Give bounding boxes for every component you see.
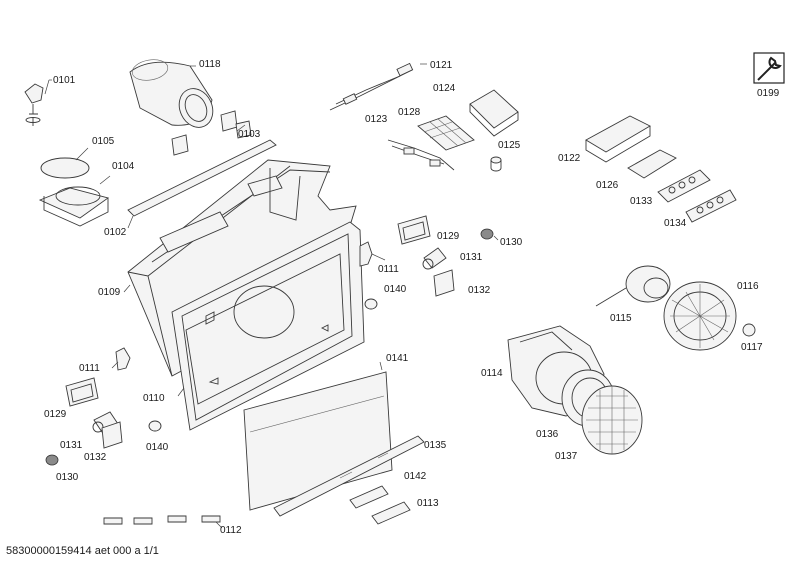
part-0125-drawing	[490, 156, 502, 172]
part-0103-drawing	[171, 110, 252, 156]
label-part-0124: 0124	[433, 83, 456, 94]
label-part-0129-lower: 0129	[44, 409, 67, 420]
label-part-0128: 0128	[398, 107, 421, 118]
label-part-0134: 0134	[664, 218, 687, 229]
part-0122-control-box	[585, 115, 651, 163]
part-0126-pcb	[627, 149, 677, 179]
part-0110-inner-frame	[171, 221, 365, 431]
label-part-0101: 0101	[53, 75, 76, 86]
label-part-0137: 0137	[555, 451, 578, 462]
wrench-icon	[753, 52, 785, 84]
label-part-0131-upper: 0131	[460, 252, 483, 263]
label-part-0114: 0114	[481, 368, 503, 379]
label-part-0111-lower: 0111	[79, 363, 100, 374]
label-part-0104: 0104	[112, 161, 135, 172]
label-part-0130-upper: 0130	[500, 237, 523, 248]
part-0135-trim	[273, 435, 425, 517]
part-0133-button-block	[657, 169, 711, 203]
label-part-0142: 0142	[404, 471, 427, 482]
label-part-0105: 0105	[92, 136, 115, 147]
part-0134-control-panel	[685, 189, 737, 223]
label-part-0199: 0199	[757, 88, 780, 99]
part-0137-grill	[581, 385, 643, 455]
label-part-0130-lower: 0130	[56, 472, 79, 483]
label-part-0116: 0116	[737, 281, 759, 292]
label-part-0140-upper: 0140	[384, 284, 407, 295]
label-part-0126: 0126	[596, 180, 619, 191]
part-0117-drawing	[742, 323, 756, 337]
part-0130-drawing	[45, 228, 499, 466]
label-part-0109: 0109	[98, 287, 121, 298]
label-part-0125: 0125	[498, 140, 521, 151]
label-part-0132-lower: 0132	[84, 452, 107, 463]
part-0128-drawing	[417, 115, 475, 151]
label-part-0131-lower: 0131	[60, 440, 83, 451]
label-part-0121: 0121	[430, 60, 453, 71]
label-part-0118: 0118	[199, 59, 221, 70]
part-0113-drawing	[371, 501, 411, 525]
part-0132-drawing	[101, 269, 455, 449]
label-part-0112: 0112	[220, 525, 242, 536]
document-reference: 58300000159414 aet 000 a 1/1	[6, 545, 159, 557]
label-part-0135: 0135	[424, 440, 447, 451]
part-0140-drawing	[148, 298, 378, 432]
label-part-0117: 0117	[741, 342, 763, 353]
label-part-0140-lower: 0140	[146, 442, 169, 453]
label-part-0141: 0141	[386, 353, 409, 364]
label-part-0123: 0123	[365, 114, 388, 125]
label-part-0113: 0113	[417, 498, 439, 509]
part-0142-drawing	[349, 485, 389, 509]
part-0118-drawing	[129, 59, 214, 128]
part-0104-0105-drawing	[38, 147, 111, 227]
part-0101-drawing	[24, 79, 52, 126]
label-part-0110: 0110	[143, 393, 165, 404]
label-part-0122: 0122	[558, 153, 581, 164]
part-0112-clips	[103, 515, 223, 529]
label-part-0133: 0133	[630, 196, 653, 207]
part-0102-drawing	[127, 139, 277, 229]
label-part-0111-upper: 0111	[378, 264, 399, 275]
label-part-0102: 0102	[104, 227, 127, 238]
part-0111-drawing	[111, 241, 386, 371]
part-0121-0123-wiring	[329, 62, 455, 171]
part-0124-drawing	[469, 89, 519, 137]
part-0129-drawing	[65, 215, 431, 407]
label-part-0136: 0136	[536, 429, 559, 440]
part-0116-impeller	[663, 281, 737, 351]
label-part-0103: 0103	[238, 129, 261, 140]
label-part-0132-upper: 0132	[468, 285, 491, 296]
part-0115-motor	[595, 265, 671, 307]
label-part-0129-upper: 0129	[437, 231, 460, 242]
label-part-0115: 0115	[610, 313, 632, 324]
